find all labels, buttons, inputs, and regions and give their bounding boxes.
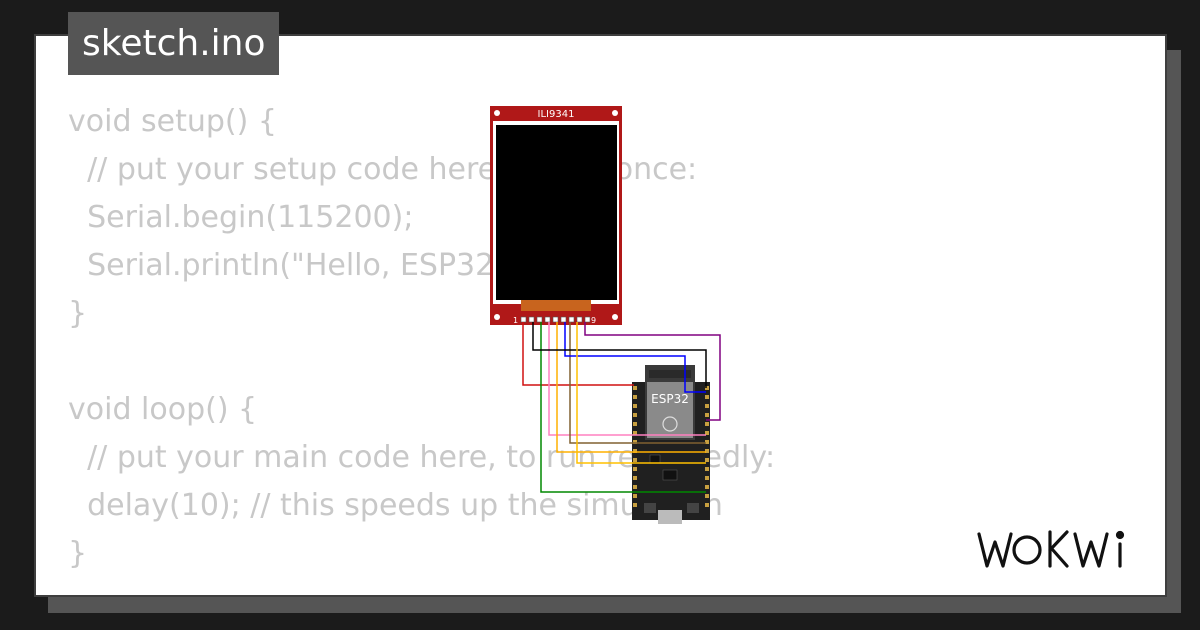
mount-hole	[612, 110, 618, 116]
wire-black	[532, 322, 707, 388]
board-label: ESP32	[651, 392, 689, 406]
code-line: }	[68, 536, 88, 571]
mount-hole	[494, 314, 500, 320]
code-line: void setup() {	[68, 104, 277, 139]
antenna	[649, 370, 691, 378]
display-screen	[496, 125, 617, 300]
wire-brown	[569, 322, 706, 444]
usb-port	[658, 510, 682, 524]
display-label: ILI9341	[538, 109, 575, 120]
ili9341-display[interactable]: ILI9341 1 9	[490, 106, 622, 325]
wire-green	[540, 322, 706, 493]
display-pin[interactable]	[584, 316, 591, 323]
wire-orange	[556, 322, 706, 453]
display-pin[interactable]	[560, 316, 567, 323]
esp32-board[interactable]: ESP32	[632, 365, 710, 524]
pin-last-label: 9	[591, 316, 596, 325]
wokwi-logo	[977, 530, 1125, 568]
wires	[522, 322, 721, 493]
display-pin[interactable]	[568, 316, 575, 323]
display-pin[interactable]	[576, 316, 583, 323]
wire-red	[522, 322, 634, 386]
espressif-logo-icon	[662, 416, 678, 432]
wire-yellow	[576, 322, 706, 464]
mount-hole	[494, 110, 500, 116]
reset-button[interactable]	[687, 503, 699, 513]
chip	[649, 454, 661, 464]
display-ribbon	[521, 300, 591, 311]
file-tab[interactable]: sketch.ino	[68, 12, 280, 75]
mount-hole	[612, 314, 618, 320]
wire-pink	[548, 322, 706, 436]
code-line: }	[68, 296, 88, 331]
chip	[662, 469, 678, 481]
display-pin[interactable]	[528, 316, 535, 323]
wire-blue	[564, 322, 706, 393]
rf-shield	[647, 382, 693, 438]
display-pin[interactable]	[536, 316, 543, 323]
boot-button[interactable]	[644, 503, 656, 513]
code-line: // put your setup code here, to run once…	[68, 152, 698, 187]
display-pin[interactable]	[544, 316, 551, 323]
wire-purple	[584, 322, 721, 421]
code-line: Serial.begin(115200);	[68, 200, 414, 235]
pin-first-label: 1	[513, 316, 518, 325]
display-pin[interactable]	[520, 316, 527, 323]
display-pin[interactable]	[552, 316, 559, 323]
code-line: void loop() {	[68, 392, 258, 427]
